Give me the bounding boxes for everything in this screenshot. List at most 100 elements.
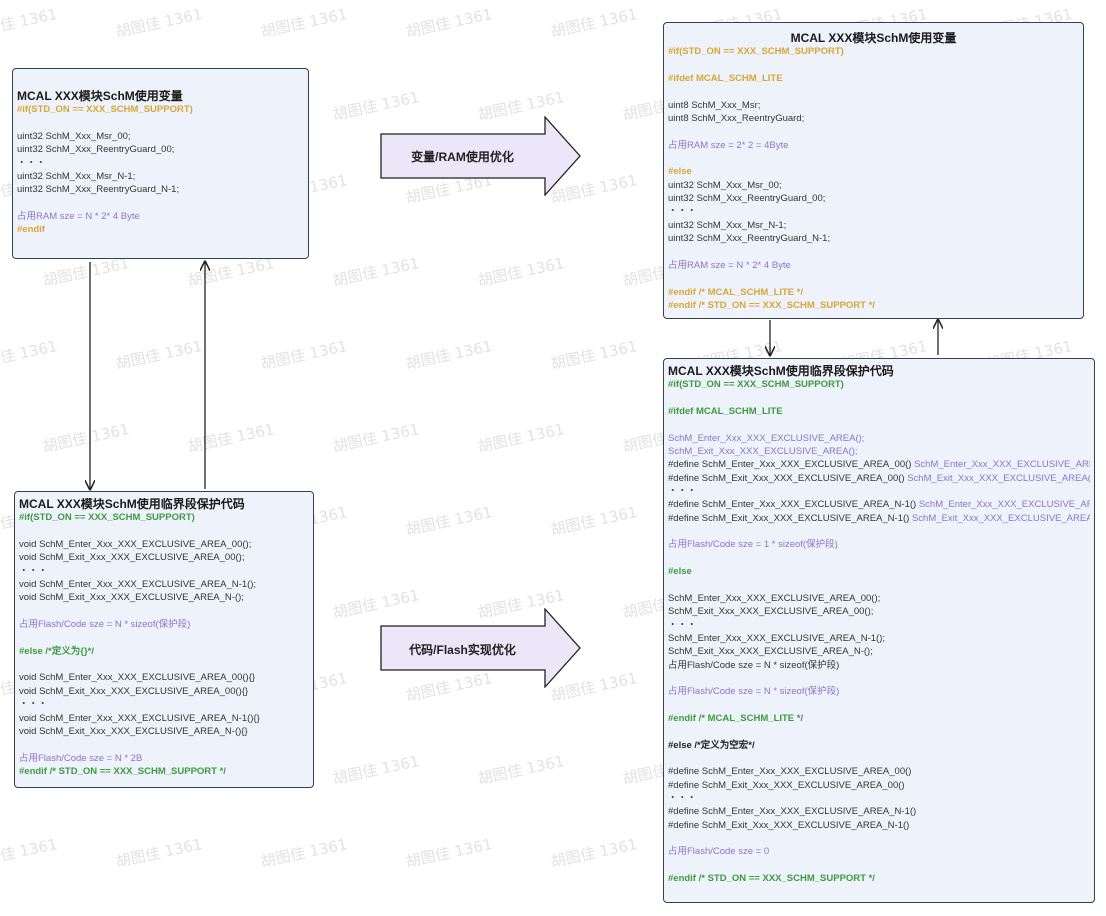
code-line: #if(STD_ON == XXX_SCHM_SUPPORT) <box>17 103 304 116</box>
code-line <box>668 246 1079 259</box>
code-text: #ifdef MCAL_SCHM_LITE <box>668 73 783 85</box>
code-text: ・・・ <box>17 157 46 169</box>
code-line <box>668 272 1079 285</box>
code-line: void SchM_Enter_Xxx_XXX_EXCLUSIVE_AREA_0… <box>19 538 309 551</box>
box-body: #if(STD_ON == XXX_SCHM_SUPPORT)void SchM… <box>19 511 309 778</box>
code-line: void SchM_Enter_Xxx_XXX_EXCLUSIVE_AREA_N… <box>19 712 309 725</box>
code-text: #define SchM_Exit_Xxx_XXX_EXCLUSIVE_AREA… <box>668 512 912 524</box>
code-line <box>668 699 1090 712</box>
code-text: void SchM_Enter_Xxx_XXX_EXCLUSIVE_AREA_N… <box>19 579 257 591</box>
code-text: SchM_Enter_Xxx_XXX_EXCLUSIVE_AREA_00(); <box>668 592 881 604</box>
code-text: void SchM_Exit_Xxx_XXX_EXCLUSIVE_AREA_00… <box>19 685 249 697</box>
box-body: #if(STD_ON == XXX_SCHM_SUPPORT) #ifdef MC… <box>668 45 1079 312</box>
code-text: #define SchM_Exit_Xxx_XXX_EXCLUSIVE_AREA… <box>668 779 905 791</box>
code-text: #ifdef MCAL_SCHM_LITE <box>668 406 783 418</box>
ram-optimization-label: 变量/RAM使用优化 <box>411 150 514 164</box>
code-text: SchM_Enter_Xxx_XXX_EXCLUSIVE_AREA(); <box>668 432 865 444</box>
code-text: #define SchM_Exit_Xxx_XXX_EXCLUSIVE_AREA… <box>668 819 910 831</box>
code-line: void SchM_Exit_Xxx_XXX_EXCLUSIVE_AREA_N-… <box>19 591 309 604</box>
code-line: SchM_Enter_Xxx_XXX_EXCLUSIVE_AREA_N-1(); <box>668 632 1090 645</box>
code-line <box>19 631 309 644</box>
code-text: void SchM_Enter_Xxx_XXX_EXCLUSIVE_AREA_0… <box>19 539 252 551</box>
code-line: 占用Flash/Code sze = N * sizeof(保护段) <box>19 618 309 631</box>
code-text: SchM_Exit_Xxx_XXX_EXCLUSIVE_AREA(); <box>668 446 858 458</box>
code-line: #define SchM_Enter_Xxx_XXX_EXCLUSIVE_ARE… <box>668 765 1090 778</box>
code-text: 占用Flash/Code sze = 1 * sizeof(保护段) <box>668 539 838 551</box>
code-line <box>668 59 1079 72</box>
code-line <box>19 605 309 618</box>
code-line: #else <box>668 165 1079 178</box>
code-line: ・・・ <box>19 565 309 578</box>
code-line: #define SchM_Exit_Xxx_XXX_EXCLUSIVE_AREA… <box>668 512 1090 525</box>
code-text: #endif /* STD_ON == XXX_SCHM_SUPPORT */ <box>668 873 875 885</box>
code-line <box>668 152 1079 165</box>
code-text: 占用RAM sze = N * 2* 4 Byte <box>668 259 791 271</box>
code-text: 占用Flash/Code sze = N * sizeof(保护段) <box>668 659 840 671</box>
code-line: SchM_Enter_Xxx_XXX_EXCLUSIVE_AREA(); <box>668 432 1090 445</box>
code-line: #define SchM_Exit_Xxx_XXX_EXCLUSIVE_AREA… <box>668 819 1090 832</box>
code-line <box>668 392 1090 405</box>
code-text: #endif /* STD_ON == XXX_SCHM_SUPPORT */ <box>668 299 875 311</box>
code-text: void SchM_Enter_Xxx_XXX_EXCLUSIVE_AREA_N… <box>19 712 260 724</box>
box-title: MCAL XXX模块SchM使用临界段保护代码 <box>19 498 245 511</box>
code-line: ・・・ <box>668 485 1090 498</box>
code-text: 占用RAM sze = N * 2* 4 Byte <box>17 211 140 223</box>
code-line <box>668 125 1079 138</box>
code-line: void SchM_Enter_Xxx_XXX_EXCLUSIVE_AREA_0… <box>19 671 309 684</box>
code-line: #else /*定义为{}*/ <box>19 645 309 658</box>
code-line: #define SchM_Enter_Xxx_XXX_EXCLUSIVE_ARE… <box>668 458 1090 471</box>
code-line <box>19 525 309 538</box>
flash-optimization-label: 代码/Flash实现优化 <box>409 643 516 657</box>
code-line <box>668 85 1079 98</box>
box-body: #if(STD_ON == XXX_SCHM_SUPPORT)#ifdef MC… <box>668 378 1090 885</box>
code-line: 占用Flash/Code sze = N * sizeof(保护段) <box>668 659 1090 672</box>
code-line: SchM_Exit_Xxx_XXX_EXCLUSIVE_AREA_00(); <box>668 605 1090 618</box>
code-line: 占用Flash/Code sze = N * sizeof(保护段) <box>668 685 1090 698</box>
code-text: uint32 SchM_Xxx_ReentryGuard_N-1; <box>17 184 180 196</box>
code-line: SchM_Exit_Xxx_XXX_EXCLUSIVE_AREA(); <box>668 445 1090 458</box>
code-line: #ifdef MCAL_SCHM_LITE <box>668 405 1090 418</box>
code-line: uint8 SchM_Xxx_Msr; <box>668 99 1079 112</box>
box-title: MCAL XXX模块SchM使用变量 <box>17 90 183 103</box>
code-text: #if(STD_ON == XXX_SCHM_SUPPORT) <box>668 46 844 58</box>
code-line: #endif /* MCAL_SCHM_LITE */ <box>668 286 1079 299</box>
code-line: #ifdef MCAL_SCHM_LITE <box>668 72 1079 85</box>
code-text: ・・・ <box>668 206 697 218</box>
code-text: #else /*定义为{}*/ <box>19 645 94 657</box>
code-text: SchM_Enter_Xxx_XXX_EXCLUSIVE_AREA_N-1(); <box>668 632 886 644</box>
code-line: #endif /* STD_ON == XXX_SCHM_SUPPORT */ <box>19 765 309 778</box>
code-line: void SchM_Enter_Xxx_XXX_EXCLUSIVE_AREA_N… <box>19 578 309 591</box>
code-text: #else <box>668 166 692 178</box>
code-line: 占用Flash/Code sze = 0 <box>668 845 1090 858</box>
code-line: 占用RAM sze = N * 2* 4 Byte <box>668 259 1079 272</box>
code-line <box>17 197 304 210</box>
code-line: #endif /* MCAL_SCHM_LITE */ <box>668 712 1090 725</box>
code-macro-target: SchM_Exit_Xxx_XXX_EXCLUSIVE_AREA() <box>911 512 1090 524</box>
code-line: void SchM_Exit_Xxx_XXX_EXCLUSIVE_AREA_N-… <box>19 725 309 738</box>
code-line: #define SchM_Exit_Xxx_XXX_EXCLUSIVE_AREA… <box>668 472 1090 485</box>
code-text: ・・・ <box>19 565 48 577</box>
code-line: 占用RAM sze = 2* 2 = 4Byte <box>668 139 1079 152</box>
code-text: ・・・ <box>668 619 697 631</box>
code-text: #endif /* STD_ON == XXX_SCHM_SUPPORT */ <box>19 765 226 777</box>
code-line <box>668 552 1090 565</box>
code-text: 占用Flash/Code sze = 0 <box>668 846 770 858</box>
code-text: #define SchM_Enter_Xxx_XXX_EXCLUSIVE_ARE… <box>668 806 917 818</box>
box-body: #if(STD_ON == XXX_SCHM_SUPPORT) uint32 Sc… <box>17 103 304 236</box>
code-line: void SchM_Exit_Xxx_XXX_EXCLUSIVE_AREA_00… <box>19 551 309 564</box>
code-text: #define SchM_Exit_Xxx_XXX_EXCLUSIVE_AREA… <box>668 472 908 484</box>
code-line <box>668 752 1090 765</box>
code-line <box>668 725 1090 738</box>
code-macro-target: SchM_Exit_Xxx_XXX_EXCLUSIVE_AREA() <box>907 472 1090 484</box>
code-text: #define SchM_Enter_Xxx_XXX_EXCLUSIVE_ARE… <box>668 499 919 511</box>
code-line: ・・・ <box>668 205 1079 218</box>
code-text: uint32 SchM_Xxx_ReentryGuard_N-1; <box>668 233 831 245</box>
code-line: 占用Flash/Code sze = N * 2B <box>19 752 309 765</box>
code-line <box>19 738 309 751</box>
code-text: 占用RAM sze = 2* 2 = 4Byte <box>668 139 789 151</box>
code-text: uint32 SchM_Xxx_ReentryGuard_00; <box>17 144 175 156</box>
code-text: uint8 SchM_Xxx_Msr; <box>668 99 761 111</box>
code-text: SchM_Exit_Xxx_XXX_EXCLUSIVE_AREA_N-(); <box>668 646 873 658</box>
code-line: ・・・ <box>668 792 1090 805</box>
